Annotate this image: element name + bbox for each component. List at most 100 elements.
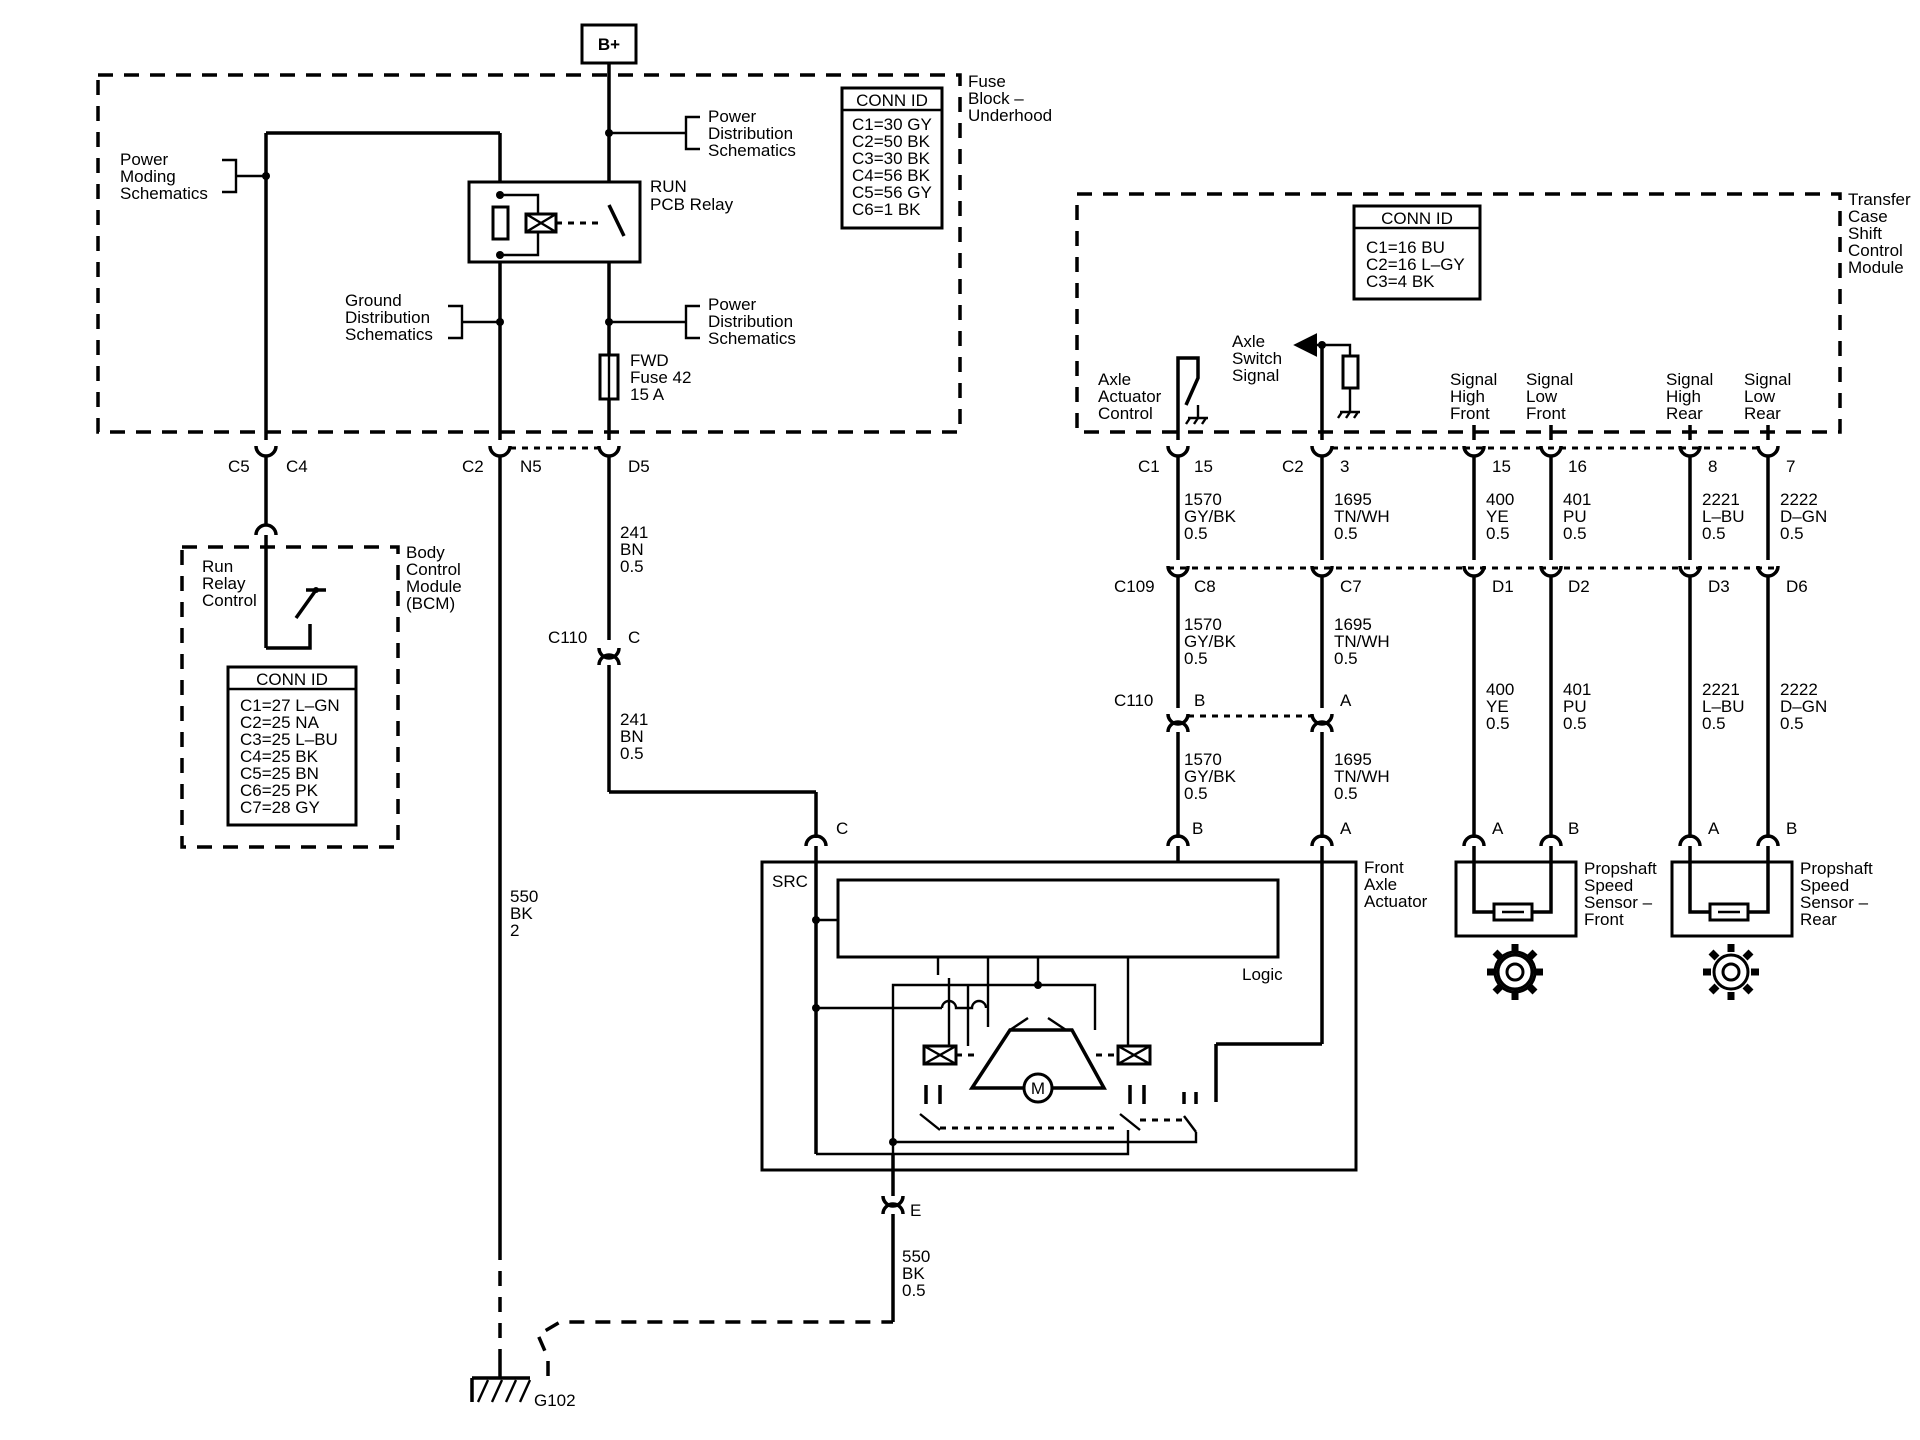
- conn-c5-c4: [254, 445, 278, 458]
- conn-c5-label: C5: [228, 457, 250, 476]
- svg-text:Axle: Axle: [1098, 370, 1131, 389]
- bcm-boundary: [180, 545, 400, 849]
- propshaft-sensor-front-name: Propshaft Speed Sensor – Front: [1584, 859, 1657, 929]
- propshaft-sensor-rear-name: Propshaft Speed Sensor – Rear: [1800, 859, 1873, 929]
- power-distribution-2-label: Power Distribution Schematics: [708, 295, 796, 348]
- svg-text:C7=28 GY: C7=28 GY: [240, 798, 320, 817]
- run-relay-control-label: Run Relay Control: [202, 557, 257, 610]
- propshaft-sensor-front-box: [1454, 860, 1578, 938]
- tcscm-pin-15b: 15: [1492, 457, 1511, 476]
- svg-text:Sensor –: Sensor –: [1800, 893, 1869, 912]
- fwd-fuse-label: FWD Fuse 42 15 A: [630, 351, 691, 404]
- svg-text:RUN: RUN: [650, 177, 687, 196]
- svg-text:Module: Module: [406, 577, 462, 596]
- svg-text:C5=56 GY: C5=56 GY: [852, 183, 932, 202]
- wire-2222-b-label: 2222 D–GN 0.5: [1780, 680, 1827, 733]
- svg-text:0.5: 0.5: [1334, 524, 1358, 543]
- wire-400-a-label: 400 YE 0.5: [1486, 490, 1514, 543]
- wire-2222-a-label: 2222 D–GN 0.5: [1780, 490, 1827, 543]
- tcscm-pin-c2: C2: [1282, 457, 1304, 476]
- conn-c110-c: [597, 647, 621, 660]
- svg-text:401: 401: [1563, 490, 1591, 509]
- svg-text:L–BU: L–BU: [1702, 507, 1745, 526]
- svg-text:Actuator: Actuator: [1098, 387, 1162, 406]
- svg-text:0.5: 0.5: [1486, 714, 1510, 733]
- svg-text:0.5: 0.5: [1563, 524, 1587, 543]
- svg-text:Power: Power: [120, 150, 169, 169]
- fuse-block-conn-list: C1=30 GY C2=50 BK C3=30 BK C4=56 BK C5=5…: [852, 115, 932, 219]
- svg-text:2221: 2221: [1702, 680, 1740, 699]
- svg-text:550: 550: [902, 1247, 930, 1266]
- tcscm-conn-id-box: [1352, 204, 1482, 301]
- tcscm-pin-16: 16: [1568, 457, 1587, 476]
- svg-text:C4=56 BK: C4=56 BK: [852, 166, 931, 185]
- svg-text:C1=27 L–GN: C1=27 L–GN: [240, 696, 340, 715]
- conn-c110-2-label: C110: [1114, 691, 1153, 710]
- svg-text:Axle: Axle: [1364, 875, 1397, 894]
- sensor-front-pin-b: B: [1568, 819, 1579, 838]
- svg-text:Relay: Relay: [202, 574, 246, 593]
- svg-text:400: 400: [1486, 490, 1514, 509]
- svg-text:0.5: 0.5: [902, 1281, 926, 1300]
- svg-text:400: 400: [1486, 680, 1514, 699]
- svg-text:GY/BK: GY/BK: [1184, 507, 1237, 526]
- wire-550-main-label: 550 BK 2: [510, 887, 538, 940]
- actuator-pin-b: B: [1192, 819, 1203, 838]
- power-distribution-1-label: Power Distribution Schematics: [708, 107, 796, 160]
- svg-text:C3=30 BK: C3=30 BK: [852, 149, 931, 168]
- svg-text:1570: 1570: [1184, 615, 1222, 634]
- svg-text:Distribution: Distribution: [708, 124, 793, 143]
- wire-2221-a-label: 2221 L–BU 0.5: [1702, 490, 1745, 543]
- svg-text:Control: Control: [406, 560, 461, 579]
- svg-text:Schematics: Schematics: [708, 329, 796, 348]
- svg-text:Schematics: Schematics: [345, 325, 433, 344]
- svg-text:C2=25 NA: C2=25 NA: [240, 713, 320, 732]
- conn-d5: [597, 445, 621, 458]
- actuator-src-label: SRC: [772, 872, 808, 891]
- gear-icon-rear: [1703, 944, 1759, 1000]
- conn-c4-label: C4: [286, 457, 308, 476]
- svg-text:Power: Power: [708, 295, 757, 314]
- relay-resistor: [491, 205, 510, 241]
- wire-401-a-label: 401 PU 0.5: [1563, 490, 1591, 543]
- wire-401-b-label: 401 PU 0.5: [1563, 680, 1591, 733]
- svg-text:Switch: Switch: [1232, 349, 1282, 368]
- wire-1570-c-label: 1570 GY/BK 0.5: [1184, 750, 1237, 803]
- svg-text:BN: BN: [620, 727, 644, 746]
- svg-text:Case: Case: [1848, 207, 1888, 226]
- svg-text:15 A: 15 A: [630, 385, 665, 404]
- svg-text:YE: YE: [1486, 697, 1509, 716]
- actuator-logic-label: Logic: [1242, 965, 1283, 984]
- svg-text:0.5: 0.5: [1702, 524, 1726, 543]
- svg-text:C6=1 BK: C6=1 BK: [852, 200, 921, 219]
- conn-d6-label: D6: [1786, 577, 1808, 596]
- svg-text:FWD: FWD: [630, 351, 669, 370]
- motor-housing: [968, 1028, 1107, 1090]
- svg-text:550: 550: [510, 887, 538, 906]
- run-pcb-relay-label: RUN PCB Relay: [650, 177, 734, 214]
- signal-high-front-label: Signal High Front: [1450, 370, 1497, 423]
- sensor-rear-pin-a: A: [1708, 819, 1720, 838]
- svg-text:Moding: Moding: [120, 167, 176, 186]
- svg-text:Signal: Signal: [1232, 366, 1279, 385]
- conn-c110-c-label: C: [628, 628, 640, 647]
- svg-text:0.5: 0.5: [1184, 649, 1208, 668]
- svg-text:C2=50 BK: C2=50 BK: [852, 132, 931, 151]
- svg-text:D–GN: D–GN: [1780, 507, 1827, 526]
- svg-text:0.5: 0.5: [1780, 524, 1804, 543]
- fuse-block-conn-id-title: CONN ID: [856, 91, 928, 110]
- tcscm-conn-id-title: CONN ID: [1381, 209, 1453, 228]
- actuator-pin-c: C: [836, 819, 848, 838]
- conn-c110-label: C110: [548, 628, 587, 647]
- svg-text:1695: 1695: [1334, 750, 1372, 769]
- svg-text:C6=25 PK: C6=25 PK: [240, 781, 319, 800]
- fuse-block-boundary: [96, 73, 962, 434]
- svg-text:0.5: 0.5: [1184, 784, 1208, 803]
- svg-text:Schematics: Schematics: [708, 141, 796, 160]
- svg-text:BN: BN: [620, 540, 644, 559]
- axle-switch-pullup-resistor: [1341, 354, 1360, 390]
- axle-switch-signal-label: Axle Switch Signal: [1232, 332, 1282, 385]
- svg-text:TN/WH: TN/WH: [1334, 507, 1390, 526]
- svg-text:0.5: 0.5: [1780, 714, 1804, 733]
